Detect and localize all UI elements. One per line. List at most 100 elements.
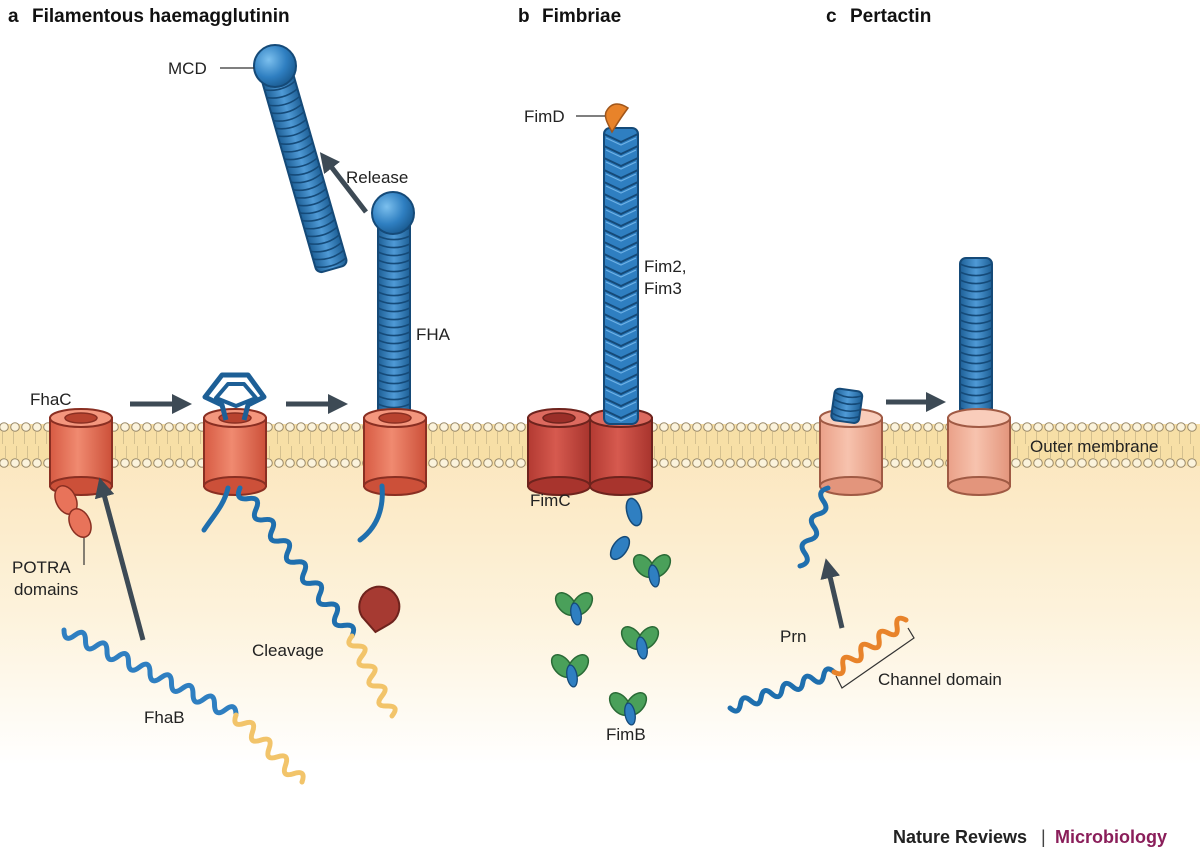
shaft-highlight: [605, 341, 637, 350]
helix-turn: [959, 287, 993, 293]
lipid-head: [670, 458, 680, 468]
helix-turn: [377, 251, 411, 257]
credit-separator: |: [1041, 827, 1046, 847]
fhab-chain-left: [201, 485, 231, 533]
shaft-subunit: [603, 229, 639, 240]
lipid-head: [307, 458, 317, 468]
lipid-head: [483, 458, 493, 468]
shaft-highlight: [605, 173, 637, 182]
lipid-head: [1143, 422, 1153, 432]
helix-turn: [288, 165, 321, 176]
lipid-head: [912, 458, 922, 468]
potra-label-line2: domains: [14, 580, 78, 599]
shaft-highlight: [605, 353, 637, 362]
lipid-head: [1132, 458, 1142, 468]
lipid-head: [769, 422, 779, 432]
shaft-highlight: [605, 293, 637, 302]
shaft-subunit: [603, 313, 639, 324]
helix-turn: [264, 80, 296, 92]
pertactin-passenger-long: [959, 257, 993, 425]
lipid-head: [1187, 458, 1197, 468]
lipid-head: [483, 422, 493, 432]
lipid-head: [21, 422, 31, 432]
lipid-head: [120, 458, 130, 468]
lipid-head: [1154, 422, 1164, 432]
fimd-tip-adhesin: [604, 103, 630, 134]
lipid-head: [1077, 422, 1087, 432]
lipid-head: [516, 422, 526, 432]
lipid-head: [120, 422, 130, 432]
lipid-head: [714, 458, 724, 468]
shaft-highlight: [605, 305, 637, 314]
helix-turn: [377, 379, 411, 385]
periplasm-background: [0, 445, 1200, 765]
shaft-highlight: [605, 161, 637, 170]
lipid-head: [780, 458, 790, 468]
fhab-to-fhac-arrow: [94, 477, 146, 641]
lipid-head: [923, 458, 933, 468]
panel-a-title: Filamentous haemagglutinin: [32, 6, 290, 27]
mcd-domain-attached: [371, 191, 415, 235]
helix-turn: [377, 315, 411, 321]
helix-turn: [284, 149, 316, 161]
release-arrow: [319, 152, 368, 214]
lipid-head: [681, 422, 691, 432]
helix-turn: [831, 412, 860, 419]
helix-turn: [377, 371, 411, 377]
shaft-highlight: [605, 401, 637, 410]
pertactin-passenger-short: [830, 387, 864, 424]
shaft-highlight: [605, 413, 637, 422]
shaft-highlight: [605, 317, 637, 326]
lipid-head: [1022, 458, 1032, 468]
shaft-highlight: [605, 257, 637, 266]
shaft-subunit: [603, 325, 639, 336]
lipid-head: [1154, 458, 1164, 468]
helix-turn: [277, 126, 309, 138]
shaft-subunit: [603, 217, 639, 228]
lipid-head: [296, 422, 306, 432]
shaft-highlight: [605, 209, 637, 218]
lipid-head: [736, 458, 746, 468]
lipid-head: [1099, 422, 1109, 432]
helix-turn: [286, 157, 318, 168]
lipid-head: [725, 422, 735, 432]
lipid-head: [164, 458, 174, 468]
fha-anchor-tail: [357, 483, 385, 543]
prn-channel-domain: [831, 615, 909, 677]
helix-turn: [295, 188, 327, 199]
fhac-transporter-2: [203, 408, 267, 496]
helix-turn: [377, 283, 411, 289]
helix-turn: [377, 331, 411, 337]
fhab-chain-translocating: [235, 485, 357, 639]
lipid-head: [1077, 458, 1087, 468]
shaft-subunit: [603, 157, 639, 168]
lipid-head: [153, 422, 163, 432]
helix-turn: [959, 271, 993, 277]
lipid-head: [351, 422, 361, 432]
lipid-head: [1099, 458, 1109, 468]
helix-turn: [268, 95, 301, 107]
helix-turn: [377, 403, 411, 409]
lipid-head: [461, 458, 471, 468]
helix-turn: [377, 307, 411, 313]
lipid-head: [450, 422, 460, 432]
panel-c-letter: c: [826, 6, 837, 27]
lipid-head: [747, 458, 757, 468]
lipid-head: [791, 458, 801, 468]
helix-turn: [315, 257, 347, 268]
helix-turn: [959, 383, 993, 389]
lipid-head: [494, 458, 504, 468]
lipid-head: [186, 458, 196, 468]
fhac-transporter-1: [49, 408, 113, 496]
shaft-highlight: [605, 149, 637, 158]
helix-turn: [959, 399, 993, 405]
lipid-head: [285, 458, 295, 468]
lipid-head: [736, 422, 746, 432]
prn-tail: [797, 485, 831, 569]
helix-turn: [959, 263, 993, 269]
channel-domain-bracket: [835, 627, 915, 689]
helix-turn: [377, 363, 411, 369]
fimc-label: FimC: [530, 491, 571, 510]
lipid-head: [934, 458, 944, 468]
shaft-highlight: [605, 233, 637, 242]
